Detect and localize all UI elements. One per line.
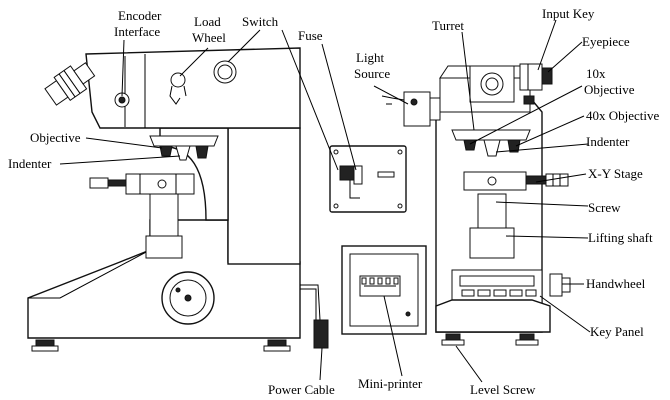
label-level-screw: Level Screw xyxy=(470,382,536,397)
label-lifting-shaft: Lifting shaft xyxy=(588,230,653,245)
front-view-machine xyxy=(381,63,571,346)
labels: Encoder Interface Load Wheel Switch Fuse… xyxy=(8,6,660,397)
side-view-machine xyxy=(27,47,329,352)
label-screw: Screw xyxy=(588,200,621,215)
light-source xyxy=(403,91,431,127)
front-handwheel xyxy=(549,273,563,297)
side-head xyxy=(85,47,301,129)
power-cable xyxy=(300,284,321,321)
label-indenter-right: Indenter xyxy=(586,134,630,149)
label-load-wheel-1: Load xyxy=(194,14,221,29)
label-fuse: Fuse xyxy=(298,28,323,43)
label-key-panel: Key Panel xyxy=(590,324,644,339)
side-objective xyxy=(159,145,173,157)
side-stage-screw xyxy=(107,179,127,187)
label-light-source-2: Source xyxy=(354,66,390,81)
label-10x-objective-2: Objective xyxy=(584,82,635,97)
front-foot xyxy=(445,333,461,341)
label-power-cable: Power Cable xyxy=(268,382,335,397)
side-eyepiece xyxy=(44,62,96,106)
label-switch: Switch xyxy=(242,14,279,29)
foot xyxy=(35,339,55,347)
label-indenter-left: Indenter xyxy=(8,156,52,171)
label-objective-left: Objective xyxy=(30,130,81,145)
side-column xyxy=(227,127,301,265)
load-wheel-knob xyxy=(170,72,186,88)
power-plug xyxy=(313,319,329,349)
label-encoder-interface-1: Encoder xyxy=(118,8,162,23)
fuse-holder xyxy=(353,165,363,185)
label-eyepiece: Eyepiece xyxy=(582,34,630,49)
mini-printer xyxy=(341,245,427,335)
front-objective-40x xyxy=(507,139,521,153)
label-mini-printer: Mini-printer xyxy=(358,376,423,391)
label-40x-objective: 40x Objective xyxy=(586,108,660,123)
leader-lines xyxy=(59,19,591,383)
label-turret: Turret xyxy=(432,18,464,33)
power-switch xyxy=(339,165,355,181)
label-input-key: Input Key xyxy=(542,6,595,21)
side-indenter xyxy=(175,145,191,161)
label-10x-objective-1: 10x xyxy=(586,66,606,81)
label-xy-stage: X-Y Stage xyxy=(588,166,643,181)
front-turret xyxy=(451,129,531,141)
label-load-wheel-2: Wheel xyxy=(192,30,226,45)
label-light-source-1: Light xyxy=(356,50,385,65)
side-turret xyxy=(149,135,219,147)
label-handwheel: Handwheel xyxy=(586,276,646,291)
input-key xyxy=(523,95,535,105)
label-encoder-interface-2: Interface xyxy=(114,24,160,39)
switch-fuse-panel xyxy=(329,145,407,213)
